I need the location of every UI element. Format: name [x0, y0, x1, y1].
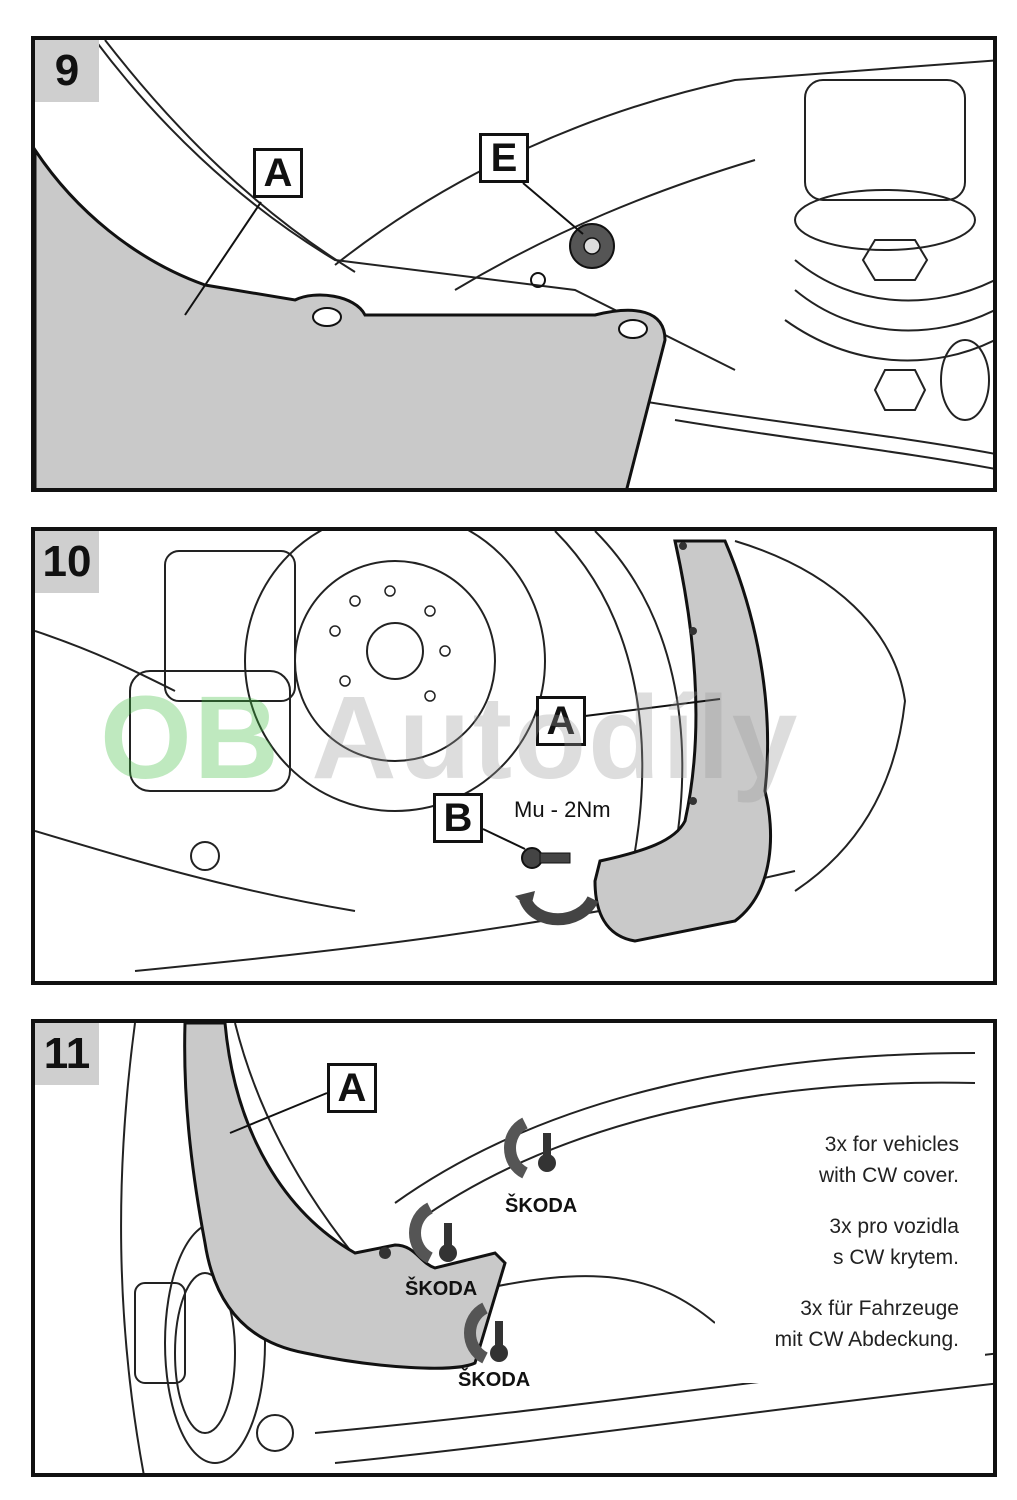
- step-10-illustration: [35, 531, 907, 972]
- note-czech: 3x pro vozidla s CW krytem.: [829, 1211, 959, 1273]
- step-number: 11: [35, 1023, 99, 1085]
- torque-spec: Mu - 2Nm: [514, 797, 611, 822]
- note-line: 3x für Fahrzeuge: [800, 1297, 959, 1320]
- note-line: 3x pro vozidla: [829, 1215, 959, 1238]
- step-9-illustration: [35, 40, 993, 488]
- note-line: s CW krytem.: [833, 1246, 959, 1269]
- part-label-b: B: [433, 793, 483, 843]
- step-number: 10: [35, 531, 99, 593]
- part-label-e: E: [479, 133, 529, 183]
- note-line: mit CW Abdeckung.: [774, 1328, 959, 1351]
- part-label-a: A: [327, 1063, 377, 1113]
- note-line: with CW cover.: [818, 1164, 959, 1187]
- step-11-illustration: [120, 1023, 993, 1473]
- note-line: 3x for vehicles: [824, 1133, 959, 1156]
- screw-brand-label: ŠKODA: [458, 1369, 531, 1391]
- step-11-panel: 11 A ŠKODA ŠKODA ŠKODA 3x for: [31, 1019, 997, 1477]
- note-english: 3x for vehicles with CW cover.: [819, 1129, 959, 1191]
- step-9-panel: 9 A E: [31, 36, 997, 492]
- part-label-a: A: [536, 696, 586, 746]
- part-label-a: A: [253, 148, 303, 198]
- step-number: 9: [35, 40, 99, 102]
- step-10-panel: 10 A B M: [31, 527, 997, 985]
- screw-brand-label: ŠKODA: [505, 1195, 578, 1217]
- note-german: 3x für Fahrzeuge mit CW Abdeckung.: [775, 1293, 959, 1355]
- screw-brand-label: ŠKODA: [405, 1278, 478, 1300]
